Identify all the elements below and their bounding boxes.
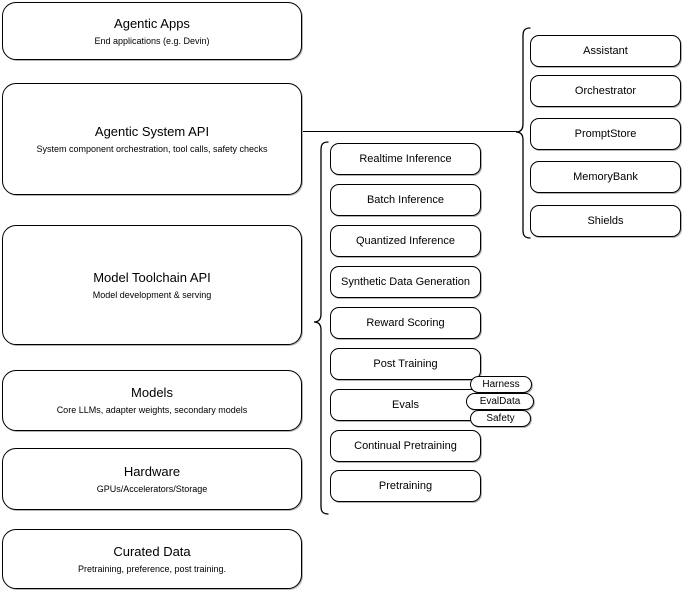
component-label: MemoryBank <box>573 171 638 183</box>
layer-model-toolchain-api[interactable]: Model Toolchain API Model development & … <box>2 225 302 345</box>
capability-realtime-inference[interactable]: Realtime Inference <box>330 143 481 175</box>
layer-agentic-system-api[interactable]: Agentic System API System component orch… <box>2 83 302 195</box>
capability-label: Continual Pretraining <box>354 440 457 452</box>
capability-label: Batch Inference <box>366 194 445 206</box>
layer-title: Agentic Apps <box>114 15 190 31</box>
layer-title: Model Toolchain API <box>93 269 211 285</box>
component-assistant[interactable]: Assistant <box>530 35 681 67</box>
capability-label: Pretraining <box>378 480 433 492</box>
layer-title: Hardware <box>123 463 181 479</box>
layer-subtitle: GPUs/Accelerators/Storage <box>96 483 208 494</box>
component-label: Assistant <box>583 45 628 57</box>
badge-harness[interactable]: Harness <box>470 376 532 393</box>
component-shields[interactable]: Shields <box>530 205 681 237</box>
component-memorybank[interactable]: MemoryBank <box>530 161 681 193</box>
capability-evals[interactable]: Evals <box>330 389 481 421</box>
capability-continual-pretraining[interactable]: Continual Pretraining <box>330 430 481 462</box>
layer-title: Curated Data <box>113 543 191 559</box>
capability-reward-scoring[interactable]: Reward Scoring <box>330 307 481 339</box>
layer-title: Agentic System API <box>94 123 210 139</box>
layer-models[interactable]: Models Core LLMs, adapter weights, secon… <box>2 370 302 431</box>
capability-label: Quantized Inference <box>355 235 456 247</box>
layer-subtitle: Core LLMs, adapter weights, secondary mo… <box>56 405 248 415</box>
layer-subtitle: Model development & serving <box>92 289 212 300</box>
capability-batch-inference[interactable]: Batch Inference <box>330 184 481 216</box>
capability-label: Reward Scoring <box>366 317 445 329</box>
layer-subtitle: Pretraining, preference, post training. <box>77 563 227 574</box>
capability-label: Realtime Inference <box>359 153 452 165</box>
brace-toolchain-capabilities <box>306 140 330 518</box>
layer-hardware[interactable]: Hardware GPUs/Accelerators/Storage <box>2 448 302 510</box>
component-orchestrator[interactable]: Orchestrator <box>530 75 681 107</box>
badge-evaldata[interactable]: EvalData <box>466 393 534 410</box>
layer-agentic-apps[interactable]: Agentic Apps End applications (e.g. Devi… <box>2 2 302 60</box>
brace-system-components <box>508 26 532 242</box>
capability-synthetic-data-generation[interactable]: Synthetic Data Generation <box>330 266 481 298</box>
capability-label: Post Training <box>373 358 438 370</box>
component-label: Shields <box>587 215 624 227</box>
component-label: Orchestrator <box>574 85 637 97</box>
capability-post-training[interactable]: Post Training <box>330 348 481 380</box>
capability-quantized-inference[interactable]: Quantized Inference <box>330 225 481 257</box>
capability-pretraining[interactable]: Pretraining <box>330 470 481 502</box>
connector-system-api-to-components <box>303 131 517 132</box>
component-label: PromptStore <box>574 128 637 140</box>
badge-safety[interactable]: Safety <box>470 410 531 427</box>
layer-subtitle: End applications (e.g. Devin) <box>94 35 210 46</box>
component-promptstore[interactable]: PromptStore <box>530 118 681 150</box>
capability-label: Synthetic Data Generation <box>340 276 471 288</box>
layer-curated-data[interactable]: Curated Data Pretraining, preference, po… <box>2 529 302 589</box>
capability-label: Evals <box>392 399 419 411</box>
layer-subtitle: System component orchestration, tool cal… <box>36 143 268 154</box>
layer-title: Models <box>131 385 173 400</box>
